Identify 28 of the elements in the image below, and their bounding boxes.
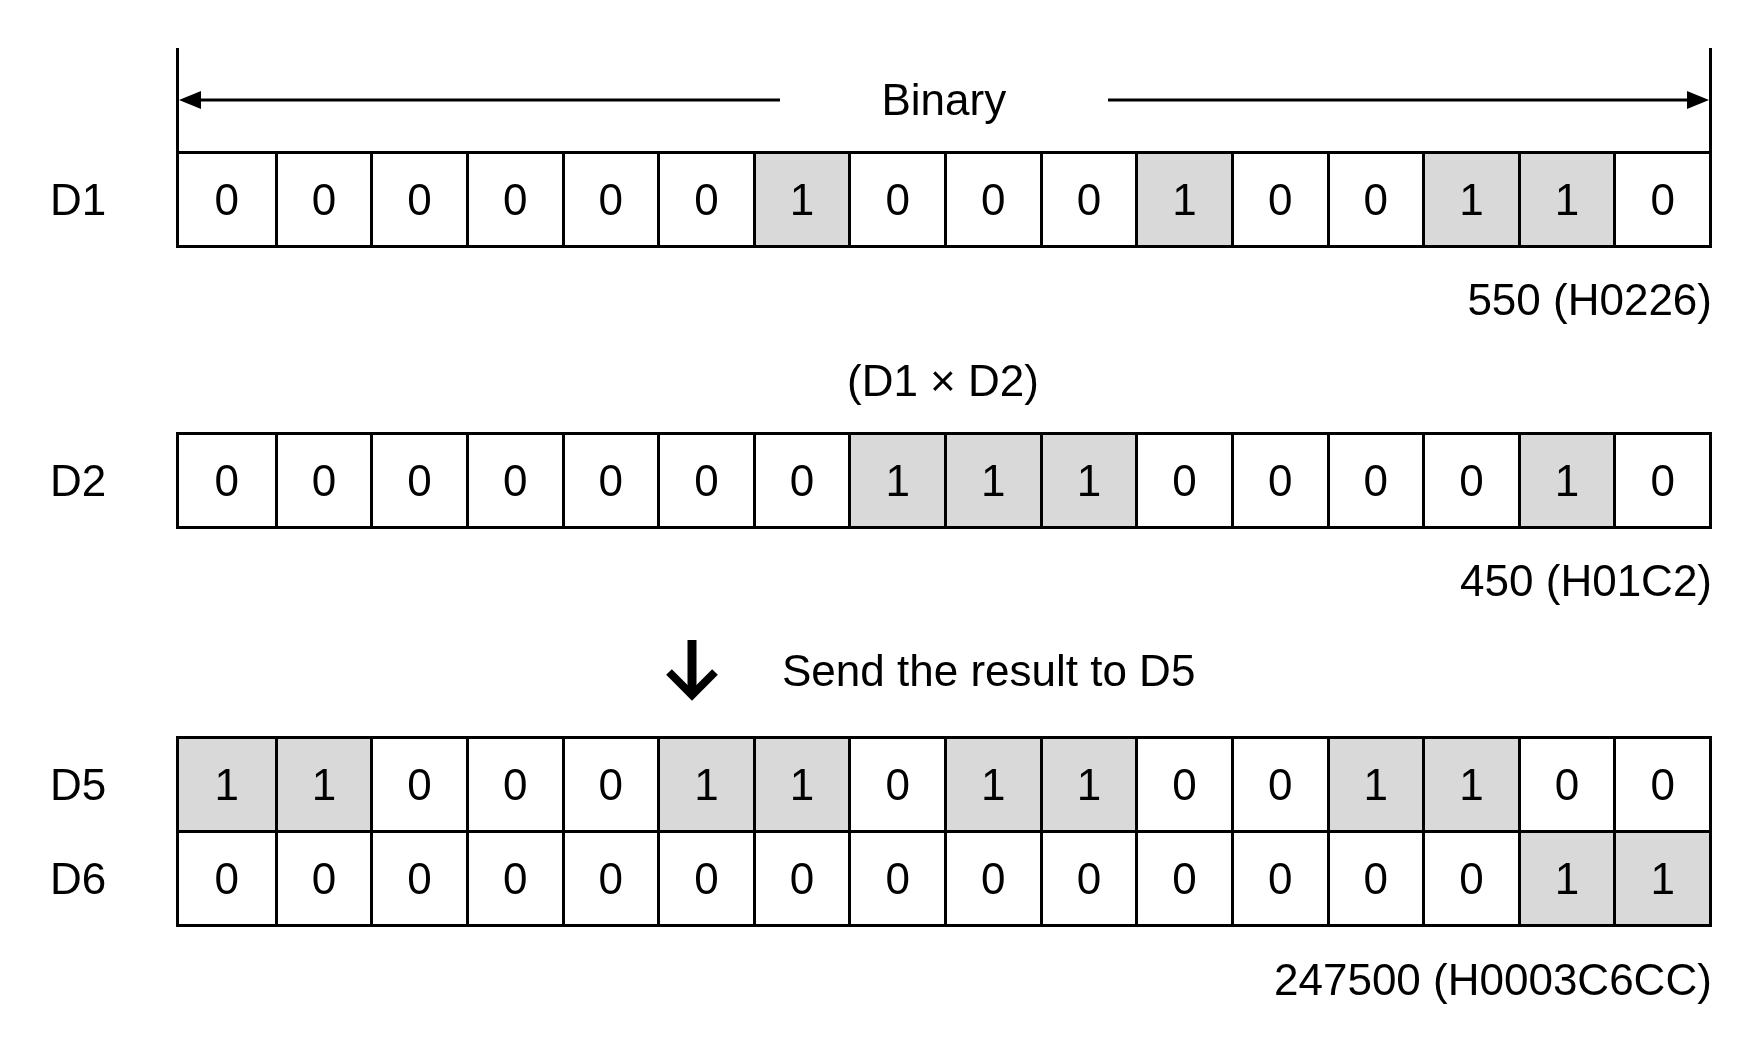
value-label: 450 (H01C2): [1460, 559, 1712, 603]
bit-cell: 1: [179, 739, 275, 830]
bit-cell: 1: [274, 739, 371, 830]
bit-cell: 1: [1517, 154, 1614, 245]
register-label: D1: [50, 178, 107, 222]
value-label: 247500 (H0003C6CC): [1274, 958, 1712, 1002]
bit-cell: 1: [1517, 435, 1614, 526]
bit-cell: 1: [752, 739, 849, 830]
bit-cell: 1: [1135, 154, 1231, 245]
bit-cell: 1: [752, 154, 849, 245]
register-label: D5: [50, 763, 107, 807]
bit-cell: 1: [1326, 739, 1423, 830]
register-label: D2: [50, 459, 107, 503]
bit-cell: 1: [848, 435, 944, 526]
bit-cell: 1: [944, 739, 1040, 830]
bit-cell: 1: [1039, 435, 1136, 526]
instruction-text: Send the result to D5: [782, 649, 1196, 693]
formula-label: (D1 × D2): [847, 359, 1039, 403]
register-label: D6: [50, 857, 107, 901]
dimension-label: Binary: [881, 78, 1007, 122]
bit-cell: 1: [1422, 154, 1518, 245]
bit-cell: 1: [657, 739, 753, 830]
value-label: 550 (H0226): [1467, 278, 1712, 322]
bit-cell: 1: [1613, 833, 1709, 924]
bit-cell: 1: [1422, 739, 1518, 830]
bit-cell: 1: [1039, 739, 1136, 830]
bit-cell: 1: [944, 435, 1040, 526]
bit-cell: 1: [1517, 833, 1614, 924]
